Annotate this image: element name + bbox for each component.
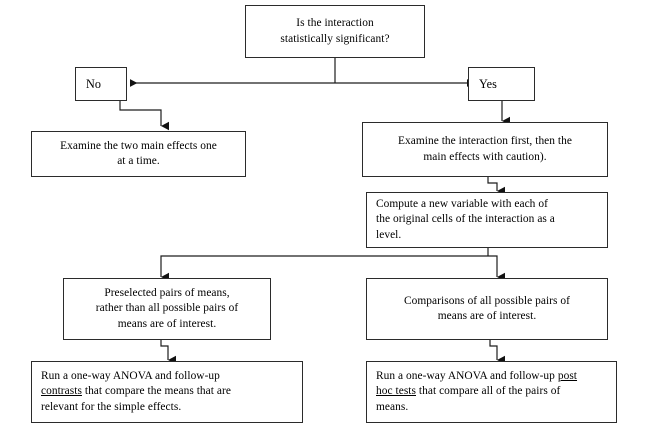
node-comparisons-line2: means are of interest. <box>437 310 537 322</box>
node-answer-yes[interactable]: Yes <box>468 67 535 101</box>
node-contrasts-line3: relevant for the simple effects. <box>41 400 182 413</box>
node-contrasts-action[interactable]: Run a one-way ANOVA and follow-up contra… <box>31 361 303 423</box>
node-preselected[interactable]: Preselected pairs of means, rather than … <box>63 278 271 340</box>
node-answer-yes-label: Yes <box>479 76 497 91</box>
node-yes-action-line1: Examine the interaction first, then the <box>397 135 573 148</box>
node-yes-action-line2: main effects with caution). <box>423 150 547 163</box>
node-contrasts-line2-rest: that compare the means that are <box>81 385 231 398</box>
node-compute[interactable]: Compute a new variable with each of the … <box>366 192 608 248</box>
node-contrasts-underline: contrasts <box>41 385 82 398</box>
node-no-action-line2: at a time. <box>117 155 160 167</box>
node-compute-line3: level. <box>376 228 402 241</box>
node-posthoc-underline-2: hoc tests <box>376 385 416 398</box>
node-answer-no[interactable]: No <box>75 67 127 101</box>
node-posthoc-line2: hoc tests that compare all of the pairs … <box>367 384 616 399</box>
edge-comparisons-to-posthoc <box>489 340 505 365</box>
node-answer-no-label: No <box>86 76 101 91</box>
node-preselected-line3: means are of interest. <box>117 317 217 330</box>
edge-preselected-to-contrasts <box>160 340 176 365</box>
node-compute-line1: Compute a new variable with each of <box>376 198 548 211</box>
node-compute-line2: the original cells of the interaction as… <box>376 213 555 226</box>
node-contrasts-line2: contrasts that compare the means that ar… <box>32 384 302 399</box>
edge-compute-to-comparisons <box>488 255 505 282</box>
node-posthoc-line1: Run a one-way ANOVA and follow-up post <box>367 369 616 384</box>
edge-action-to-compute <box>487 177 505 196</box>
node-question[interactable]: Is the interaction statistically signifi… <box>245 5 425 58</box>
node-comparisons[interactable]: Comparisons of all possible pairs of mea… <box>366 278 608 340</box>
node-posthoc-underline-1: post <box>557 370 578 383</box>
node-comparisons-line1: Comparisons of all possible pairs of <box>404 294 570 307</box>
node-posthoc-action[interactable]: Run a one-way ANOVA and follow-up post h… <box>366 361 617 423</box>
node-preselected-line2: rather than all possible pairs of <box>95 302 239 315</box>
node-question-line1: Is the interaction <box>296 17 374 30</box>
edge-no-to-action <box>119 101 169 131</box>
node-contrasts-line1: Run a one-way ANOVA and follow-up <box>41 370 220 383</box>
node-posthoc-line3: means. <box>376 400 409 413</box>
node-no-action[interactable]: Examine the two main effects one at a ti… <box>31 131 246 177</box>
node-posthoc-line1-rest: Run a one-way ANOVA and follow-up <box>376 370 558 383</box>
node-preselected-line1: Preselected pairs of means, <box>104 287 230 300</box>
node-question-line2: statistically significant? <box>280 32 390 45</box>
edge-compute-to-preselected <box>160 255 488 282</box>
node-yes-action[interactable]: Examine the interaction first, then the … <box>362 122 608 177</box>
node-posthoc-line2-rest: that compare all of the pairs of <box>416 385 561 398</box>
node-no-action-line1: Examine the two main effects one <box>60 139 217 152</box>
